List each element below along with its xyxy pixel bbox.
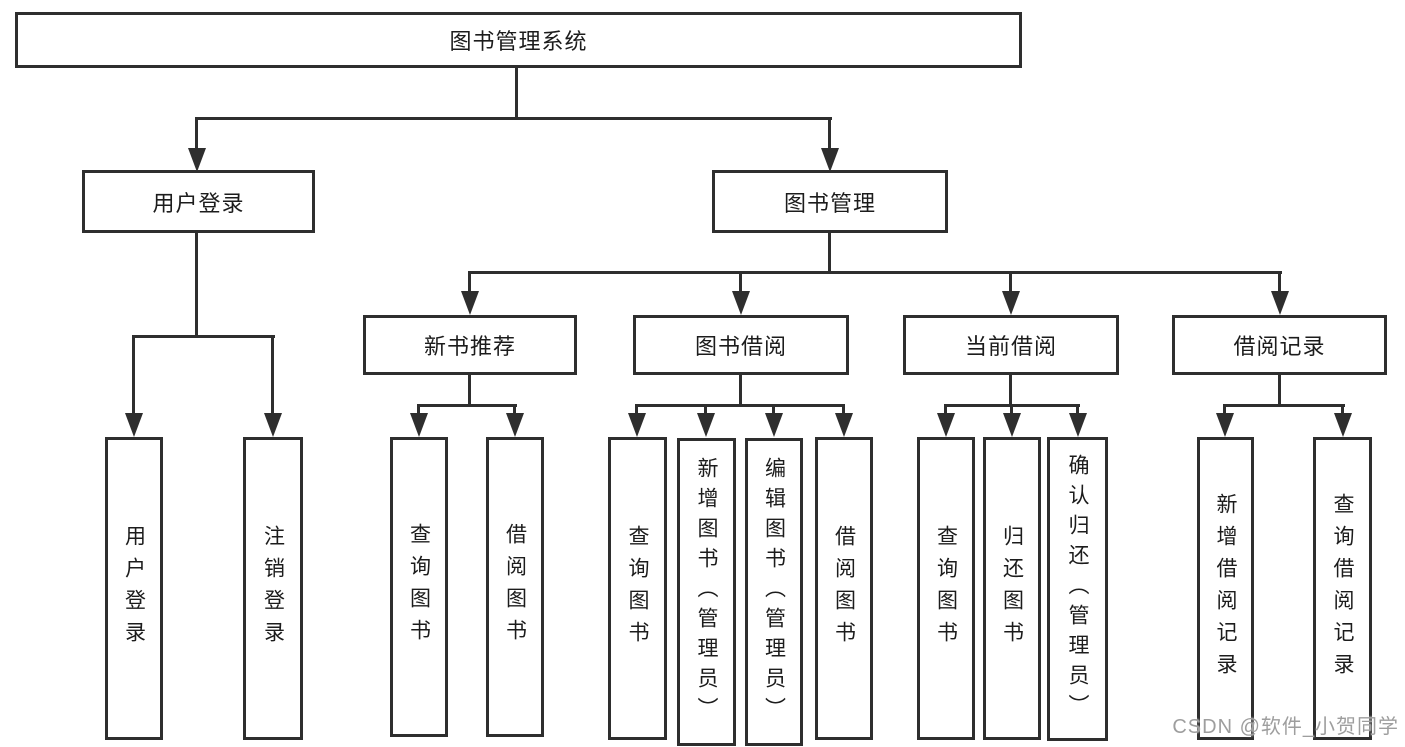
arrowhead-nb-borrow bbox=[506, 413, 524, 437]
node-borrow-records: 借阅记录 bbox=[1172, 315, 1387, 375]
leaf-user-login: 用户登录 bbox=[105, 437, 163, 740]
connector-root-stem bbox=[515, 68, 518, 118]
connector-drop-user-login bbox=[195, 117, 198, 151]
arrowhead-leaf-logout bbox=[264, 413, 282, 437]
arrowhead-cb-confirm bbox=[1069, 413, 1087, 437]
arrowhead-bb-borrow bbox=[835, 413, 853, 437]
connector-drop-borrow-record bbox=[1278, 271, 1281, 294]
arrowhead-user-login bbox=[188, 148, 206, 172]
leaf-add-borrow-record: 新增借阅记录 bbox=[1197, 437, 1254, 740]
csdn-watermark: CSDN @软件_小贺同学 bbox=[1172, 716, 1399, 738]
connector-drop-bb-query bbox=[635, 404, 638, 417]
connector-drop-book-mgmt bbox=[828, 117, 831, 151]
arrowhead-borrow-record bbox=[1271, 291, 1289, 315]
leaf-query-books-newbook: 查询图书 bbox=[390, 437, 448, 737]
leaf-return-book: 归还图书 bbox=[983, 437, 1041, 740]
connector-mgmt-stem bbox=[828, 233, 831, 274]
node-user-login: 用户登录 bbox=[82, 170, 315, 233]
leaf-edit-book-admin: 编辑图书（管理员） bbox=[745, 438, 803, 746]
connector-mgmt-bus bbox=[468, 271, 1282, 274]
node-new-book-recommend: 新书推荐 bbox=[363, 315, 577, 375]
connector-drop-br-query bbox=[1341, 404, 1344, 417]
arrowhead-book-mgmt bbox=[821, 148, 839, 172]
arrowhead-bb-add bbox=[697, 413, 715, 437]
connector-root-bus bbox=[196, 117, 832, 120]
connector-drop-nb-borrow bbox=[513, 404, 516, 417]
connector-borrow-bus bbox=[635, 404, 845, 407]
arrowhead-book-borrow bbox=[732, 291, 750, 315]
connector-newbook-bus bbox=[417, 404, 517, 407]
arrowhead-nb-query bbox=[410, 413, 428, 437]
connector-drop-current-borrow bbox=[1009, 271, 1012, 294]
connector-drop-new-book bbox=[468, 271, 471, 294]
connector-user-bus bbox=[132, 335, 275, 338]
connector-drop-book-borrow bbox=[739, 271, 742, 294]
connector-newbook-stem bbox=[468, 375, 471, 407]
connector-drop-cb-confirm bbox=[1076, 404, 1079, 417]
node-root-library-system: 图书管理系统 bbox=[15, 12, 1022, 68]
leaf-query-books-current: 查询图书 bbox=[917, 437, 975, 740]
leaf-query-books-borrow: 查询图书 bbox=[608, 437, 667, 740]
connector-record-stem bbox=[1278, 375, 1281, 407]
connector-drop-leaf-logout bbox=[271, 335, 274, 415]
connector-drop-bb-edit bbox=[772, 404, 775, 417]
leaf-borrow-books-newbook: 借阅图书 bbox=[486, 437, 544, 737]
arrowhead-new-book bbox=[461, 291, 479, 315]
node-current-borrow: 当前借阅 bbox=[903, 315, 1119, 375]
node-book-management: 图书管理 bbox=[712, 170, 948, 233]
connector-drop-cb-query bbox=[944, 404, 947, 417]
connector-drop-cb-return bbox=[1010, 404, 1013, 417]
leaf-borrow-books-borrow: 借阅图书 bbox=[815, 437, 873, 740]
connector-drop-nb-query bbox=[417, 404, 420, 417]
leaf-add-book-admin: 新增图书（管理员） bbox=[677, 438, 736, 746]
connector-user-stem bbox=[195, 233, 198, 338]
arrowhead-bb-edit bbox=[765, 413, 783, 437]
arrowhead-leaf-login bbox=[125, 413, 143, 437]
arrowhead-br-query bbox=[1334, 413, 1352, 437]
leaf-confirm-return-admin: 确认归还（管理员） bbox=[1047, 437, 1108, 741]
arrowhead-cb-return bbox=[1003, 413, 1021, 437]
arrowhead-current-borrow bbox=[1002, 291, 1020, 315]
connector-drop-leaf-login bbox=[132, 335, 135, 415]
connector-record-bus bbox=[1223, 404, 1345, 407]
connector-drop-bb-add bbox=[704, 404, 707, 417]
connector-drop-br-add bbox=[1223, 404, 1226, 417]
arrowhead-br-add bbox=[1216, 413, 1234, 437]
leaf-query-borrow-record: 查询借阅记录 bbox=[1313, 437, 1372, 740]
leaf-logout: 注销登录 bbox=[243, 437, 303, 740]
connector-borrow-stem bbox=[739, 375, 742, 407]
connector-drop-bb-borrow bbox=[842, 404, 845, 417]
node-book-borrow: 图书借阅 bbox=[633, 315, 849, 375]
arrowhead-cb-query bbox=[937, 413, 955, 437]
arrowhead-bb-query bbox=[628, 413, 646, 437]
connector-current-stem bbox=[1009, 375, 1012, 407]
